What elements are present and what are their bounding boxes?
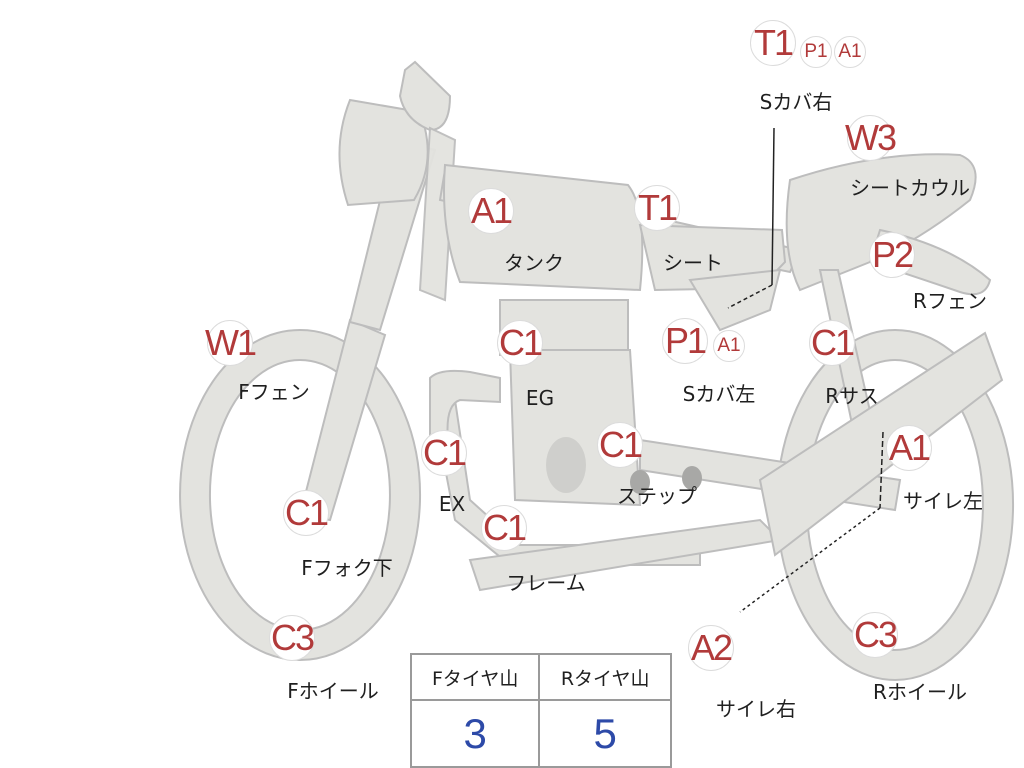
label-f-fork-lower: Fフォク下	[301, 556, 393, 580]
badge-p1-s-cover-right: P1	[800, 36, 832, 68]
badge-a1-s-cover-right: A1	[834, 36, 866, 68]
label-r-wheel: Rホイール	[873, 680, 967, 704]
headlight	[338, 98, 429, 207]
badge-c1-r-sus: C1	[809, 320, 855, 366]
leader-line-silencer-left	[879, 431, 884, 509]
label-silencer-right: サイレ右	[716, 697, 796, 721]
label-tank: タンク	[504, 251, 564, 275]
badge-a2-silencer-right: A2	[688, 625, 734, 671]
label-seat-cowl: シートカウル	[850, 176, 970, 200]
label-r-sus: Rサス	[825, 384, 879, 408]
engine-cover	[546, 437, 586, 493]
badge-a1-silencer-left: A1	[886, 425, 932, 471]
label-r-fender: Rフェン	[913, 289, 987, 313]
label-step: ステップ	[617, 484, 697, 508]
label-ex: EX	[438, 492, 466, 516]
tire-header-rear: Rタイヤ山	[538, 653, 672, 701]
tire-tread-table: Fタイヤ山 Rタイヤ山 3 5	[409, 653, 672, 768]
badge-t1-s-cover-right: T1	[750, 20, 796, 66]
label-eg: EG	[525, 386, 555, 410]
label-s-cover-right: Sカバ右	[759, 90, 833, 114]
leader-line-s-cover-right	[771, 127, 775, 286]
label-f-wheel: Fホイール	[287, 679, 379, 703]
badge-c3-r-wheel: C3	[852, 612, 898, 658]
leader-line-silencer-right	[739, 507, 881, 613]
badge-c1-f-fork-lower: C1	[283, 490, 329, 536]
side-cover	[688, 268, 782, 332]
badge-p1-s-cover-left: P1	[662, 318, 708, 364]
badge-c1-ex: C1	[421, 430, 467, 476]
badge-c1-step: C1	[597, 422, 643, 468]
front-fork	[298, 318, 387, 522]
engine-block	[508, 349, 642, 507]
badge-c3-f-wheel: C3	[269, 615, 315, 661]
badge-a1-tank: A1	[468, 188, 514, 234]
footpeg	[630, 470, 650, 494]
label-f-fender: Fフェン	[238, 380, 310, 404]
tire-header-front: Fタイヤ山	[409, 653, 541, 701]
badge-w3-seat-cowl: W3	[845, 115, 897, 161]
tire-value-rear: 5	[538, 699, 672, 768]
badge-c1-frame: C1	[481, 505, 527, 551]
badge-a1-s-cover-left: A1	[713, 330, 745, 362]
label-s-cover-left: Sカバ左	[682, 382, 756, 406]
badge-c1-eg: C1	[497, 320, 543, 366]
badge-p2-r-fender: P2	[869, 232, 915, 278]
badge-t1-seat: T1	[634, 185, 680, 231]
tire-value-front: 3	[409, 699, 541, 768]
label-frame: フレーム	[506, 571, 586, 595]
label-seat: シート	[663, 251, 723, 275]
label-silencer-left: サイレ左	[903, 489, 983, 513]
badge-w1-f-fender: W1	[205, 320, 257, 366]
silencer	[758, 331, 1004, 557]
